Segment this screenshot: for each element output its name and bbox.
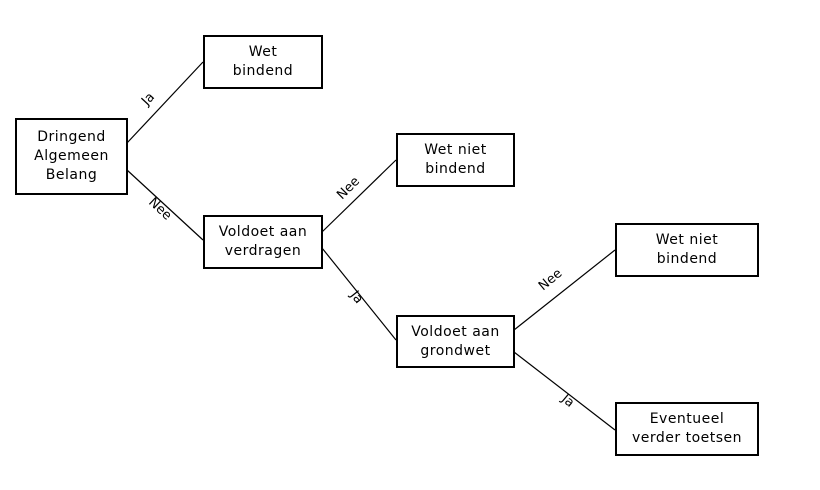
- edge-grondwet-to-wet-niet-bindend-2: [513, 249, 616, 331]
- node-text-line: bindend: [425, 161, 486, 177]
- edge-label-grondwet-nee: Nee: [536, 266, 565, 294]
- node-text-line: Voldoet aan: [411, 323, 500, 340]
- node-text-line: Dringend: [37, 129, 106, 145]
- node-text-line: Belang: [45, 167, 98, 183]
- node-text-line: grondwet: [420, 342, 491, 359]
- node-text-line: verdragen: [224, 243, 302, 259]
- node-text-line: Wet niet: [424, 142, 487, 158]
- edge-verdragen-to-voldoet-grondwet: [321, 247, 397, 341]
- edge-label-root-nee: Nee: [145, 195, 174, 224]
- node-text-line: Wet niet: [655, 232, 719, 248]
- node-text-line: Wet: [248, 44, 278, 60]
- node-text-line: Algemeen: [34, 148, 109, 164]
- edge-verdragen-to-wet-niet-bindend-1: [321, 159, 397, 233]
- edge-label-root-ja: Ja: [138, 90, 158, 110]
- edge-grondwet-to-eventueel-toetsen: [513, 351, 616, 431]
- node-text-line: verder toetsen: [631, 430, 743, 446]
- node-text-line: Eventueel: [649, 411, 725, 427]
- node-text-line: Voldoet aan: [218, 224, 308, 240]
- node-wet-bindend: Wet bindend: [203, 35, 323, 89]
- node-voldoet-aan-verdragen: Voldoet aan verdragen: [203, 215, 323, 269]
- edge-label-grondwet-ja: Ja: [558, 391, 577, 411]
- node-eventueel-verder-toetsen: Eventueel verder toetsen: [615, 402, 759, 456]
- node-voldoet-aan-grondwet: Voldoet aan grondwet: [396, 315, 515, 368]
- node-wet-niet-bindend-1: Wet niet bindend: [396, 133, 515, 187]
- edge-root-to-wet-bindend: [126, 61, 204, 144]
- node-text-line: bindend: [656, 251, 718, 267]
- edge-label-verdragen-nee: Nee: [334, 174, 363, 203]
- node-text-line: bindend: [232, 63, 294, 79]
- edge-root-to-voldoet-verdragen: [126, 169, 204, 241]
- node-dringend-algemeen-belang: Dringend Algemeen Belang: [15, 118, 128, 195]
- edge-label-verdragen-ja: Ja: [346, 287, 366, 306]
- node-wet-niet-bindend-2: Wet niet bindend: [615, 223, 759, 277]
